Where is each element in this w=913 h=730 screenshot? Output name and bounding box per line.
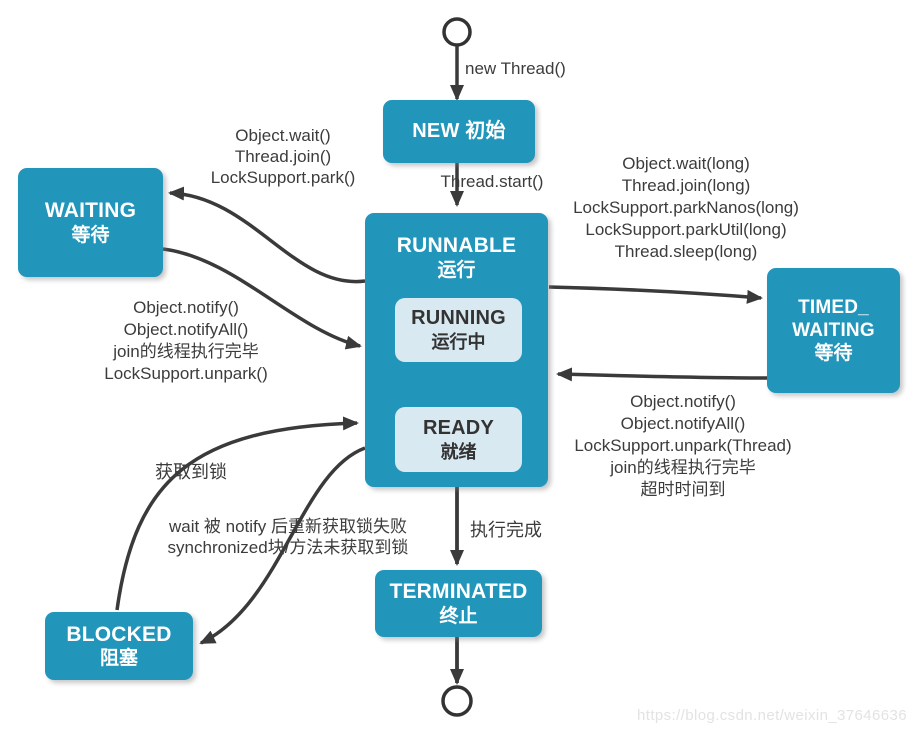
state-terminated: TERMINATED 终止 bbox=[375, 570, 542, 637]
edge-label-runnable-to-terminated: 执行完成 bbox=[470, 520, 542, 540]
state-running: RUNNING 运行中 bbox=[395, 298, 522, 362]
edge-label-line: Object.notifyAll() bbox=[620, 414, 746, 433]
state-new-label: NEW 初始 bbox=[412, 120, 506, 143]
edge-label-line: LockSupport.unpark() bbox=[104, 364, 268, 383]
watermark: https://blog.csdn.net/weixin_37646636 bbox=[637, 707, 907, 724]
state-blocked: BLOCKED 阻塞 bbox=[45, 612, 193, 680]
state-ready-label-zh: 就绪 bbox=[440, 441, 477, 462]
edge-label-line: Object.notifyAll() bbox=[123, 320, 249, 339]
edge-label-timed-waiting-to-runnable: Object.notify() Object.notifyAll() LockS… bbox=[548, 391, 818, 501]
state-waiting-label-zh: 等待 bbox=[71, 224, 110, 246]
state-blocked-label-zh: 阻塞 bbox=[99, 648, 138, 670]
arrow-runnable-to-blocked bbox=[199, 446, 366, 645]
edge-label-thread-start: Thread.start() bbox=[440, 172, 544, 191]
state-runnable-label-en: RUNNABLE bbox=[396, 234, 517, 257]
state-timed-waiting: TIMED_ WAITING 等待 bbox=[767, 268, 900, 393]
state-blocked-label-en: BLOCKED bbox=[66, 622, 172, 646]
arrow-timed-waiting-to-runnable bbox=[556, 367, 768, 382]
edge-label-waiting-to-runnable: Object.notify() Object.notifyAll() join的… bbox=[66, 297, 306, 385]
edge-label-line: join的线程执行完毕 bbox=[610, 458, 756, 477]
state-waiting-label-en: WAITING bbox=[44, 199, 137, 223]
state-running-label-zh: 运行中 bbox=[431, 332, 486, 353]
edge-label-line: Object.notify() bbox=[133, 298, 239, 317]
edge-label-line: join的线程执行完毕 bbox=[113, 342, 259, 361]
edge-label-line: Object.notify() bbox=[630, 392, 736, 411]
edge-label-line: Object.wait(long) bbox=[622, 154, 750, 173]
edge-label-line: LockSupport.park() bbox=[210, 168, 356, 187]
arrow-waiting-to-runnable bbox=[162, 247, 362, 350]
state-runnable-label-zh: 运行 bbox=[437, 259, 476, 281]
edge-label-line: 超时时间到 bbox=[640, 480, 726, 499]
edge-label-line: LockSupport.unpark(Thread) bbox=[574, 436, 792, 455]
edge-label-runnable-to-blocked: wait 被 notify 后重新获取锁失败 synchronized块/方法未… bbox=[140, 516, 436, 558]
edge-label-line: Object.wait() bbox=[235, 126, 331, 145]
state-waiting: WAITING 等待 bbox=[18, 168, 163, 277]
edge-label-new-thread: new Thread() bbox=[465, 59, 566, 78]
start-state-circle bbox=[442, 17, 472, 47]
edge-label-line: Thread.sleep(long) bbox=[614, 242, 758, 261]
state-terminated-label-zh: 终止 bbox=[439, 605, 478, 627]
state-running-label-en: RUNNING bbox=[411, 307, 506, 330]
end-state-circle bbox=[441, 685, 473, 717]
edge-label-runnable-to-timed-waiting: Object.wait(long) Thread.join(long) Lock… bbox=[551, 153, 821, 263]
state-runnable: RUNNABLE 运行 RUNNING 运行中 READY 就绪 bbox=[365, 213, 548, 487]
edge-label-line: LockSupport.parkUtil(long) bbox=[585, 220, 787, 239]
edge-label-line: Thread.join(long) bbox=[621, 176, 751, 195]
state-new: NEW 初始 bbox=[383, 100, 535, 163]
state-timed-waiting-line2: WAITING bbox=[792, 319, 875, 341]
state-timed-waiting-line3: 等待 bbox=[814, 343, 853, 365]
state-timed-waiting-line1: TIMED_ bbox=[798, 296, 869, 318]
edge-label-line: synchronized块/方法未获取到锁 bbox=[167, 538, 409, 557]
edge-label-line: wait 被 notify 后重新获取锁失败 bbox=[168, 517, 408, 536]
state-ready-label-en: READY bbox=[422, 416, 494, 439]
edge-label-line: Thread.join() bbox=[234, 147, 332, 166]
state-ready: READY 就绪 bbox=[395, 407, 522, 472]
arrow-runnable-to-timed-waiting bbox=[548, 285, 763, 304]
arrow-blocked-to-runnable bbox=[115, 416, 359, 611]
edge-label-line: LockSupport.parkNanos(long) bbox=[573, 198, 799, 217]
edge-label-runnable-to-waiting: Object.wait() Thread.join() LockSupport.… bbox=[163, 125, 403, 188]
arrow-runnable-to-waiting bbox=[168, 186, 366, 284]
state-terminated-label-en: TERMINATED bbox=[389, 580, 528, 604]
edge-label-blocked-to-runnable: 获取到锁 bbox=[155, 462, 227, 482]
